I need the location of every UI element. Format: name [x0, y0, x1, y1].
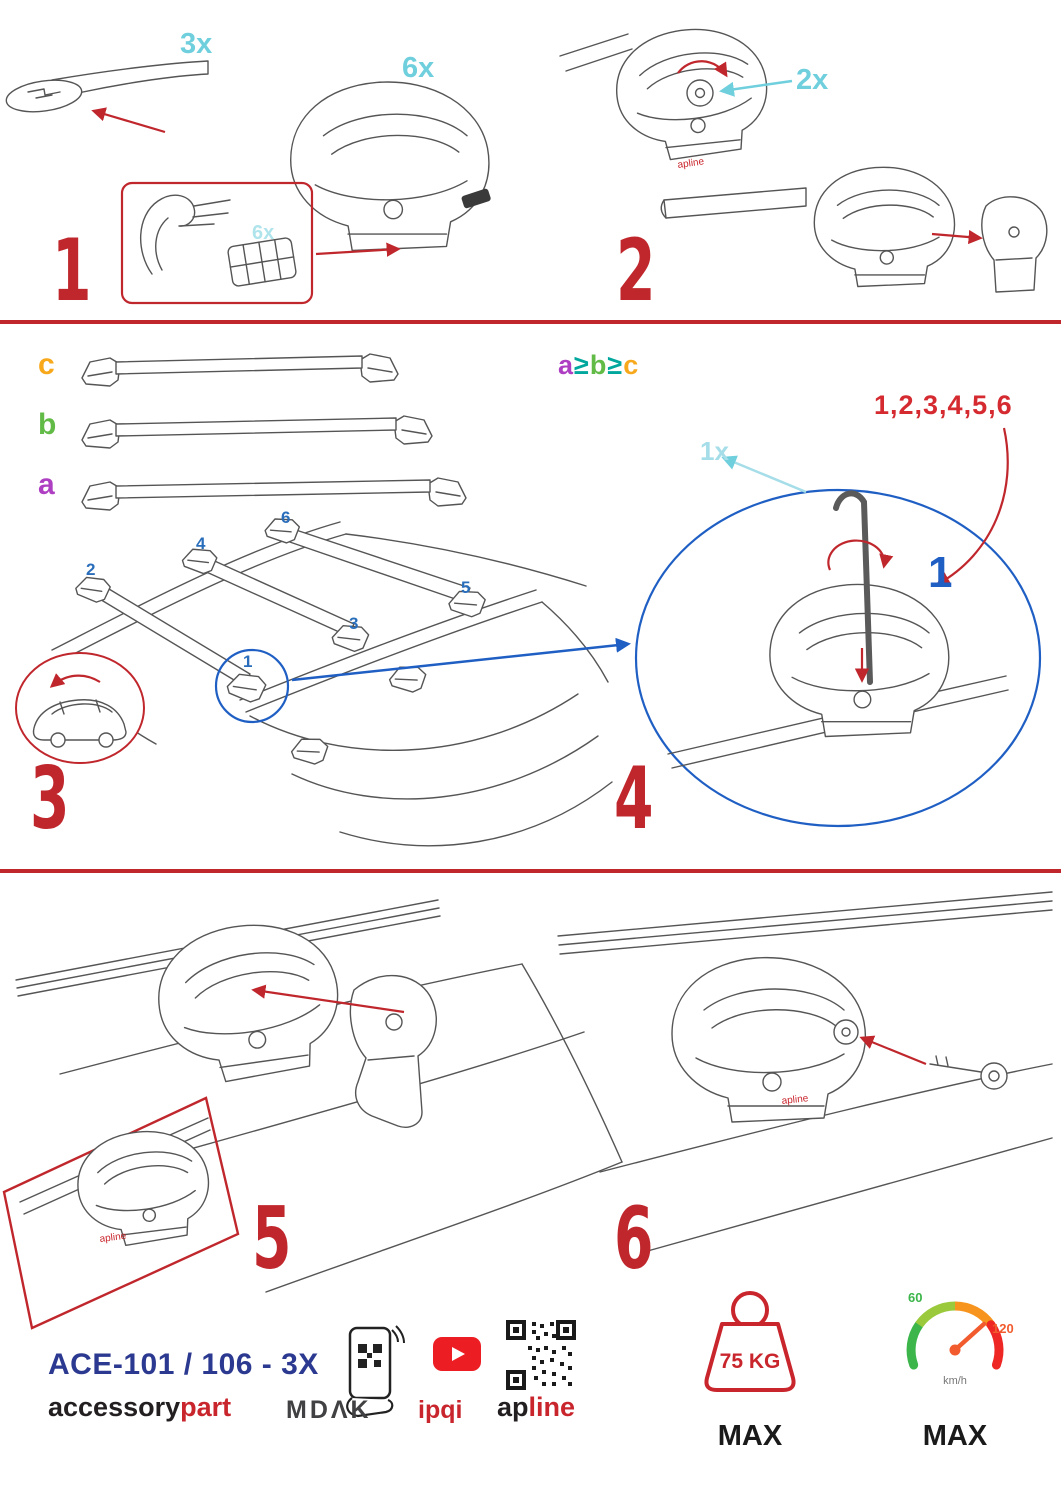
model-number: ACE-101 / 106 - 3X — [48, 1348, 319, 1381]
zoom-pointer-arrow — [291, 637, 631, 682]
speed-max-value-label: 120 — [992, 1321, 1014, 1336]
rule-a: a — [558, 350, 575, 380]
step1-number: 1 — [52, 221, 92, 321]
qr-scan-phone-icon — [346, 1325, 405, 1418]
foot-brand-label: apline — [677, 156, 705, 171]
step5-inset-illustration: apline — [2, 1096, 240, 1330]
ipqi-logo: ipqi — [418, 1396, 463, 1424]
section-divider-1 — [0, 320, 1061, 324]
bar-size-c-illustration — [81, 353, 399, 387]
step5-illustration — [15, 899, 623, 1293]
position-label-2: 2 — [86, 560, 96, 579]
speed-min-label: 60 — [908, 1290, 922, 1305]
crossbar-illustration — [5, 60, 209, 134]
step2-number: 2 — [616, 221, 656, 321]
rubber-pad-illustration — [227, 237, 297, 287]
rule-gte2: ≥ — [607, 350, 624, 380]
position1-highlight-circle — [214, 648, 290, 724]
foot-illustration — [289, 80, 491, 252]
brand-line: line — [528, 1392, 576, 1422]
allen-key-icon — [833, 490, 873, 685]
step3-number: 3 — [30, 749, 70, 849]
position-label-6: 6 — [281, 508, 291, 527]
size-label-b: b — [38, 408, 57, 441]
band3-illustration: apline apline — [2, 891, 1053, 1330]
band1-illustration: apline — [5, 21, 1048, 305]
step4-number: 4 — [614, 749, 654, 849]
car-inset-illustration — [15, 652, 145, 764]
speed-unit-label: km/h — [943, 1375, 967, 1387]
band2-illustration — [15, 353, 1042, 847]
pad-quantity-label: 6x — [252, 222, 275, 244]
step6-number: 6 — [614, 1189, 654, 1289]
pad-inset-illustration — [120, 181, 401, 305]
position-label-3: 3 — [349, 614, 359, 633]
lock-pointer-arrow — [719, 79, 793, 97]
lock-cylinder-icon — [833, 1019, 859, 1045]
youtube-icon — [433, 1337, 481, 1371]
inset-frame — [2, 1096, 240, 1330]
lock-quantity-label: 2x — [796, 64, 829, 96]
size-label-c: c — [38, 348, 55, 381]
step5-number: 5 — [252, 1189, 292, 1289]
position-label-5: 5 — [461, 578, 471, 597]
qr-code — [506, 1320, 576, 1390]
step4-closeup-illustration — [634, 427, 1042, 828]
tighten-sequence-label: 1,2,3,4,5,6 — [874, 390, 1013, 420]
brand-accessory: accessory — [48, 1392, 181, 1422]
section-divider-2 — [0, 869, 1061, 873]
bar-size-a-illustration — [81, 477, 467, 511]
max-weight-icon: 75 KG — [704, 1291, 796, 1392]
weight-max-label: MAX — [717, 1420, 783, 1452]
position-label-1: 1 — [243, 652, 253, 671]
size-rule: a≥b≥c — [558, 350, 639, 381]
foot-quantity-label: 6x — [402, 52, 435, 84]
foot-brand-label: apline — [781, 1093, 809, 1107]
apline-logo: apline — [497, 1392, 575, 1423]
weight-limit-label: 75 KG — [720, 1350, 781, 1373]
lock-cylinder-icon — [686, 79, 714, 107]
sequence-start-label: 1 — [928, 548, 953, 597]
bar-quantity-label: 3x — [180, 28, 213, 60]
step6-illustration: apline — [557, 891, 1053, 1253]
apline-badge — [461, 188, 491, 209]
rule-c: c — [623, 350, 640, 380]
size-label-a: a — [38, 468, 55, 501]
roof-assembly-illustration — [51, 513, 631, 847]
key-icon — [929, 1055, 1008, 1090]
lock-foot-illustration: apline — [559, 21, 793, 171]
foot-brand-label: apline — [99, 1231, 127, 1245]
tool-quantity-label: 1x — [700, 436, 729, 466]
position-label-4: 4 — [196, 534, 206, 553]
assembly-illustration — [660, 166, 1048, 293]
tool-pointer-arrow — [721, 455, 807, 494]
accessorypart-logo: accessorypart — [48, 1392, 231, 1423]
brand-ap: ap — [497, 1392, 529, 1422]
speed-max-label: MAX — [922, 1420, 988, 1452]
bar-size-b-illustration — [81, 415, 433, 449]
mdak-logo: MDΛK — [286, 1396, 372, 1424]
rule-b: b — [589, 350, 608, 380]
max-speed-icon: 60 120 km/h — [906, 1290, 1014, 1387]
brand-part: part — [180, 1392, 232, 1422]
rule-gte1: ≥ — [574, 350, 590, 380]
speedometer-needle — [952, 1321, 987, 1353]
